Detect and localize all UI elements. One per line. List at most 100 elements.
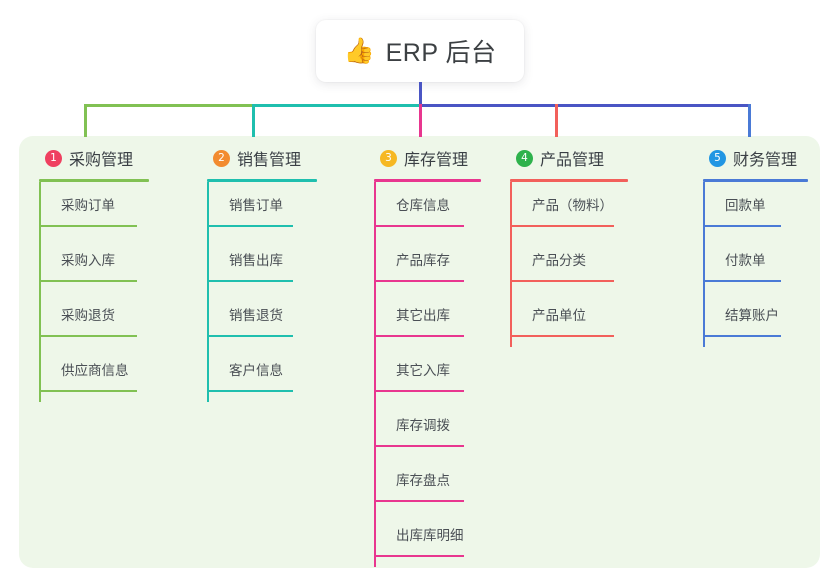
leaf-node[interactable]: 回款单	[703, 182, 808, 237]
branch-number-badge: 1	[45, 149, 62, 167]
leaf-node[interactable]: 采购订单	[39, 182, 149, 237]
branch-title: 财务管理	[733, 152, 798, 169]
branch-items: 销售订单销售出库销售退货客户信息	[207, 182, 317, 402]
branch-underline	[207, 179, 317, 182]
leaf-node[interactable]: 供应商信息	[39, 347, 149, 402]
leaf-node[interactable]: 库存盘点	[374, 457, 481, 512]
leaf-underline	[207, 390, 293, 392]
leaf-node[interactable]: 采购退货	[39, 292, 149, 347]
leaf-label: 销售出库	[229, 253, 283, 268]
leaf-label: 产品库存	[396, 253, 450, 268]
leaf-label: 采购退货	[61, 308, 115, 323]
leaf-underline	[510, 280, 614, 282]
branch-underline	[703, 179, 808, 182]
branch-underline	[374, 179, 481, 182]
leaf-underline	[39, 280, 137, 282]
branch-column-2: 2 销售管理销售订单销售出库销售退货客户信息	[207, 145, 317, 402]
leaf-underline	[207, 225, 293, 227]
branch-items: 产品（物料） 产品分类产品单位	[510, 182, 628, 347]
leaf-underline	[39, 390, 137, 392]
branch-spine	[374, 182, 376, 567]
leaf-node[interactable]: 销售订单	[207, 182, 317, 237]
connector-drop-2	[252, 104, 255, 137]
leaf-node[interactable]: 仓库信息	[374, 182, 481, 237]
leaf-label: 销售订单	[229, 198, 283, 213]
leaf-label: 结算账户	[725, 308, 779, 323]
root-node-erp-backend[interactable]: 👍 ERP 后台	[316, 20, 524, 82]
branch-spine	[207, 182, 209, 402]
leaf-underline	[374, 555, 464, 557]
connector-drop-5	[748, 104, 751, 137]
diagram-panel	[19, 136, 820, 568]
leaf-label: 产品（物料）	[532, 198, 613, 213]
branch-underline	[39, 179, 149, 182]
branch-column-1: 1 采购管理采购订单采购入库采购退货供应商信息	[39, 145, 149, 402]
thumbs-up-icon: 👍	[343, 36, 375, 65]
leaf-underline	[374, 280, 464, 282]
connector-hbar-1	[84, 104, 252, 107]
leaf-underline	[374, 445, 464, 447]
leaf-node[interactable]: 其它入库	[374, 347, 481, 402]
leaf-label: 产品分类	[532, 253, 586, 268]
leaf-label: 供应商信息	[61, 363, 129, 378]
branch-items: 回款单付款单结算账户	[703, 182, 808, 347]
branch-spine	[703, 182, 705, 347]
leaf-label: 库存调拨	[396, 418, 450, 433]
leaf-underline	[703, 225, 781, 227]
branch-number-badge: 4	[516, 149, 533, 167]
branch-items: 仓库信息产品库存其它出库其它入库库存调拨库存盘点出库库明细	[374, 182, 481, 567]
leaf-label: 采购订单	[61, 198, 115, 213]
branch-title: 销售管理	[237, 152, 302, 169]
leaf-label: 其它入库	[396, 363, 450, 378]
leaf-node[interactable]: 结算账户	[703, 292, 808, 347]
branch-underline	[510, 179, 628, 182]
leaf-label: 回款单	[725, 198, 766, 213]
leaf-underline	[510, 335, 614, 337]
leaf-node[interactable]: 产品库存	[374, 237, 481, 292]
branch-number-badge: 3	[380, 149, 397, 167]
leaf-node[interactable]: 产品分类	[510, 237, 628, 292]
branch-title: 库存管理	[404, 152, 469, 169]
leaf-underline	[510, 225, 614, 227]
leaf-node[interactable]: 销售退货	[207, 292, 317, 347]
branch-header-2[interactable]: 2 销售管理	[213, 145, 317, 171]
leaf-label: 其它出库	[396, 308, 450, 323]
leaf-label: 出库库明细	[396, 528, 464, 543]
branch-number-badge: 5	[709, 149, 726, 167]
leaf-node[interactable]: 库存调拨	[374, 402, 481, 457]
connector-root-stem	[419, 82, 422, 105]
branch-header-3[interactable]: 3 库存管理	[380, 145, 481, 171]
leaf-underline	[374, 335, 464, 337]
leaf-underline	[207, 335, 293, 337]
leaf-node[interactable]: 付款单	[703, 237, 808, 292]
connector-drop-4	[555, 104, 558, 137]
leaf-label: 销售退货	[229, 308, 283, 323]
leaf-node[interactable]: 其它出库	[374, 292, 481, 347]
leaf-node[interactable]: 出库库明细	[374, 512, 481, 567]
leaf-underline	[207, 280, 293, 282]
branch-header-1[interactable]: 1 采购管理	[45, 145, 149, 171]
leaf-node[interactable]: 产品单位	[510, 292, 628, 347]
leaf-underline	[374, 390, 464, 392]
branch-spine	[510, 182, 512, 347]
leaf-label: 产品单位	[532, 308, 586, 323]
leaf-label: 付款单	[725, 253, 766, 268]
connector-drop-3	[419, 104, 422, 137]
leaf-node[interactable]: 销售出库	[207, 237, 317, 292]
branch-header-5[interactable]: 5 财务管理	[709, 145, 808, 171]
leaf-node[interactable]: 采购入库	[39, 237, 149, 292]
leaf-underline	[374, 500, 464, 502]
branch-number-badge: 2	[213, 149, 230, 167]
leaf-node[interactable]: 产品（物料）	[510, 182, 628, 237]
branch-items: 采购订单采购入库采购退货供应商信息	[39, 182, 149, 402]
connector-hbar-3	[419, 104, 751, 107]
branch-title: 采购管理	[69, 152, 134, 169]
leaf-underline	[374, 225, 464, 227]
leaf-label: 采购入库	[61, 253, 115, 268]
leaf-node[interactable]: 客户信息	[207, 347, 317, 402]
root-node-title: ERP 后台	[385, 39, 497, 67]
leaf-underline	[703, 280, 781, 282]
